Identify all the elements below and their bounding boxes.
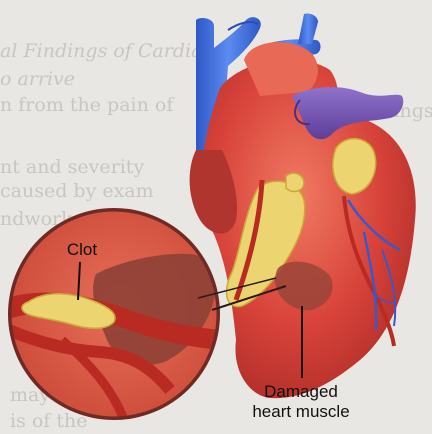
damaged-label-line2: heart muscle xyxy=(236,402,366,421)
clot-label: Clot xyxy=(52,240,112,259)
magnified-view xyxy=(0,200,240,434)
damaged-label-line1: Damaged xyxy=(236,382,366,401)
